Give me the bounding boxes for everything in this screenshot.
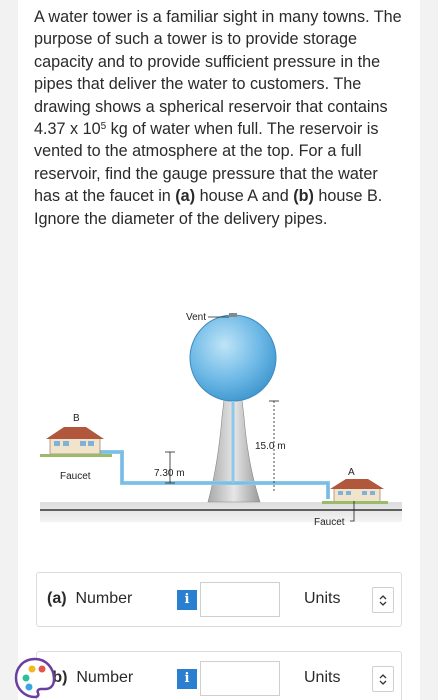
part-b-tag: (b) xyxy=(293,187,314,206)
answer-row-b: (b) Number i Units xyxy=(36,651,402,700)
water-tower-diagram: Vent B Faucet A Faucet 7.30 m 15.0 m xyxy=(40,312,402,528)
answer-a-label: (a) Number xyxy=(47,590,132,608)
problem-statement: A water tower is a familiar sight in man… xyxy=(34,6,406,230)
units-select-a[interactable] xyxy=(372,587,394,613)
units-select-b[interactable] xyxy=(372,666,394,692)
faucet-right-leader xyxy=(350,501,355,522)
problem-text-b: house B. Ignore the diameter of the deli… xyxy=(34,187,383,228)
spherical-reservoir xyxy=(189,314,277,402)
faucet-left-label: Faucet xyxy=(60,471,91,482)
dim-short-label: 7.30 m xyxy=(154,468,185,479)
house-a-label: A xyxy=(348,467,355,478)
answer-b-label: (b) Number xyxy=(47,669,133,687)
units-label-b: Units xyxy=(304,669,341,686)
chevron-updown-icon xyxy=(379,674,387,685)
answer-b-number-label: Number xyxy=(76,669,134,686)
vent-cap xyxy=(229,313,237,317)
units-label-a: Units xyxy=(304,590,341,607)
faucet-right-label: Faucet xyxy=(314,517,345,528)
chevron-updown-icon xyxy=(379,595,387,606)
number-input-b[interactable] xyxy=(200,661,280,696)
house-b xyxy=(40,427,112,457)
palette-icon[interactable] xyxy=(13,656,57,700)
house-a xyxy=(322,479,388,504)
info-button-b[interactable]: i xyxy=(177,669,197,689)
answer-a-number-label: Number xyxy=(75,590,133,607)
answer-a-tag: (a) xyxy=(47,590,67,607)
answer-row-a: (a) Number i Units xyxy=(36,572,402,627)
house-b-label: B xyxy=(73,413,80,424)
part-a-tag: (a) xyxy=(175,187,196,206)
dim-tall-label: 15.0 m xyxy=(255,441,286,452)
ground xyxy=(40,502,402,522)
problem-text-a: house A and xyxy=(195,187,294,206)
exponent: 5 xyxy=(100,121,107,133)
info-button-a[interactable]: i xyxy=(177,590,197,610)
vent-label: Vent xyxy=(186,312,206,323)
number-input-a[interactable] xyxy=(200,582,280,617)
delivery-pipe-outline xyxy=(86,451,329,499)
problem-text-1: A water tower is a familiar sight in man… xyxy=(34,8,402,139)
problem-text-2: kg of water when full. The reservoir is … xyxy=(34,120,379,206)
